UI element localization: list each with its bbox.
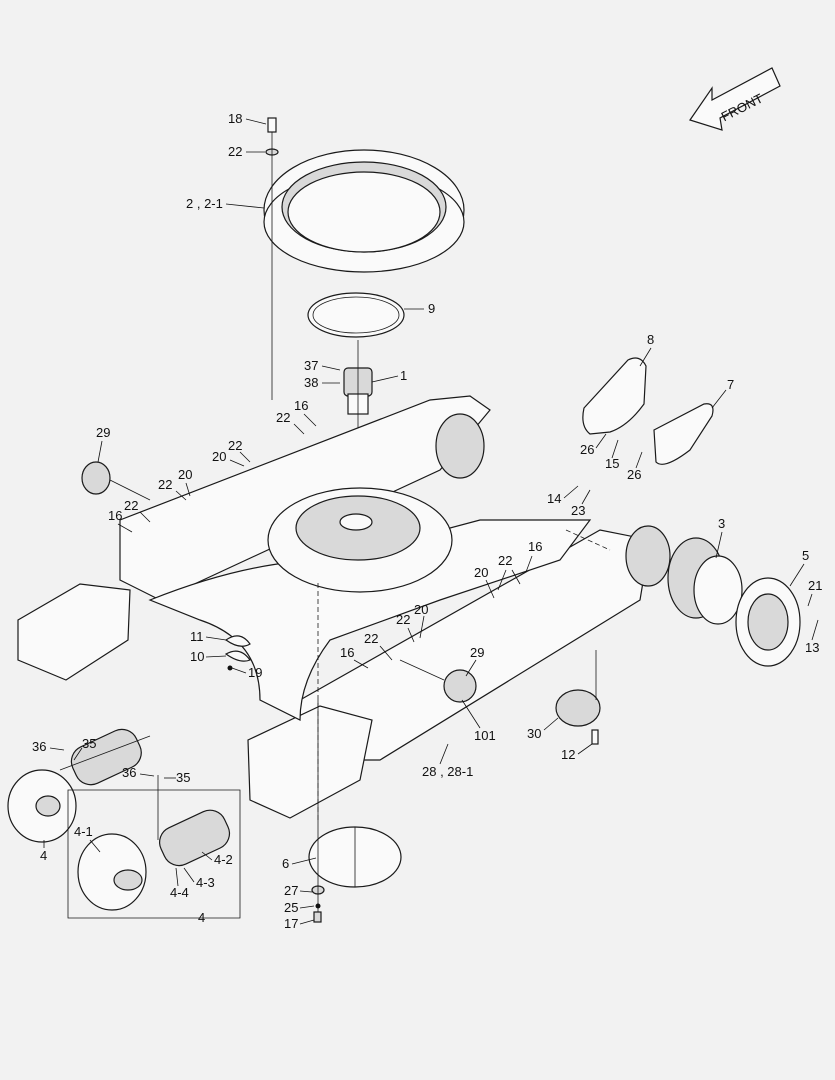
callout-26b: 26: [627, 467, 641, 482]
callout-29b: 29: [470, 645, 484, 660]
thrust-plate: [224, 635, 251, 662]
callout-11: 11: [190, 629, 204, 644]
callout-1: 1: [400, 368, 407, 383]
callout-29a: 29: [96, 425, 110, 440]
callout-28: 28 , 28-1: [422, 764, 473, 779]
callout-17: 17: [284, 916, 298, 931]
callout-30: 30: [527, 726, 541, 741]
callout-20d: 20: [414, 602, 428, 617]
cover-7: [653, 403, 714, 465]
callout-22a: 22: [228, 144, 242, 159]
callout-27: 27: [284, 883, 298, 898]
callout-16d: 16: [340, 645, 354, 660]
callout-21: 21: [808, 578, 822, 593]
swing-bearing: [263, 149, 465, 273]
callout-4-2: 4-2: [214, 852, 233, 867]
callout-4a: 4: [40, 848, 47, 863]
callout-12: 12: [561, 747, 575, 762]
callout-22c: 22: [228, 438, 242, 453]
callout-18: 18: [228, 111, 242, 126]
callout-3: 3: [718, 516, 725, 531]
callout-16a: 16: [294, 398, 308, 413]
callout-22g: 22: [396, 612, 410, 627]
callout-37: 37: [304, 358, 318, 373]
callout-16b: 16: [108, 508, 122, 523]
sprocket: [735, 577, 801, 667]
callout-23: 23: [571, 503, 585, 518]
callout-22e: 22: [124, 498, 138, 513]
callout-2: 2 , 2-1: [186, 196, 223, 211]
callout-35b: 35: [176, 770, 190, 785]
o-ring: [307, 292, 405, 338]
callouts: 18 22 2 , 2-1 9 37 38 1 8 7 16 22 29 22 …: [32, 111, 822, 931]
callout-4b: 4: [198, 910, 205, 925]
callout-22b: 22: [276, 410, 290, 425]
callout-20b: 20: [178, 467, 192, 482]
lower-roller: [555, 650, 601, 745]
callout-19: 19: [248, 665, 262, 680]
callout-4-1: 4-1: [74, 824, 93, 839]
bearing-bolt: [265, 117, 279, 400]
callout-22f: 22: [498, 553, 512, 568]
front-direction-arrow: FRONT: [689, 67, 781, 131]
callout-20a: 20: [212, 449, 226, 464]
callout-25: 25: [284, 900, 298, 915]
track-frame: [17, 395, 671, 819]
callout-6: 6: [282, 856, 289, 871]
callout-13: 13: [805, 640, 819, 655]
callout-9: 9: [428, 301, 435, 316]
callout-7: 7: [727, 377, 734, 392]
callout-16c: 16: [528, 539, 542, 554]
callout-36a: 36: [32, 739, 46, 754]
travel-motor: [667, 537, 743, 625]
callout-4-4: 4-4: [170, 885, 189, 900]
callout-22h: 22: [364, 631, 378, 646]
callout-35a: 35: [82, 736, 96, 751]
callout-26a: 26: [580, 442, 594, 457]
callout-38: 38: [304, 375, 318, 390]
callout-22d: 22: [158, 477, 172, 492]
upper-roller-29b: [399, 659, 477, 703]
cover-8: [582, 357, 647, 435]
callout-5: 5: [802, 548, 809, 563]
upper-roller-29a: [81, 461, 151, 501]
callout-15: 15: [605, 456, 619, 471]
callout-101: 101: [474, 728, 496, 743]
callout-10: 10: [190, 649, 204, 664]
callout-14: 14: [547, 491, 561, 506]
idler-assembly-4: [7, 728, 151, 843]
idler-assembly-4-box: [67, 775, 241, 919]
callout-20c: 20: [474, 565, 488, 580]
callout-36b: 36: [122, 765, 136, 780]
callout-8: 8: [647, 332, 654, 347]
callout-4-3: 4-3: [196, 875, 215, 890]
